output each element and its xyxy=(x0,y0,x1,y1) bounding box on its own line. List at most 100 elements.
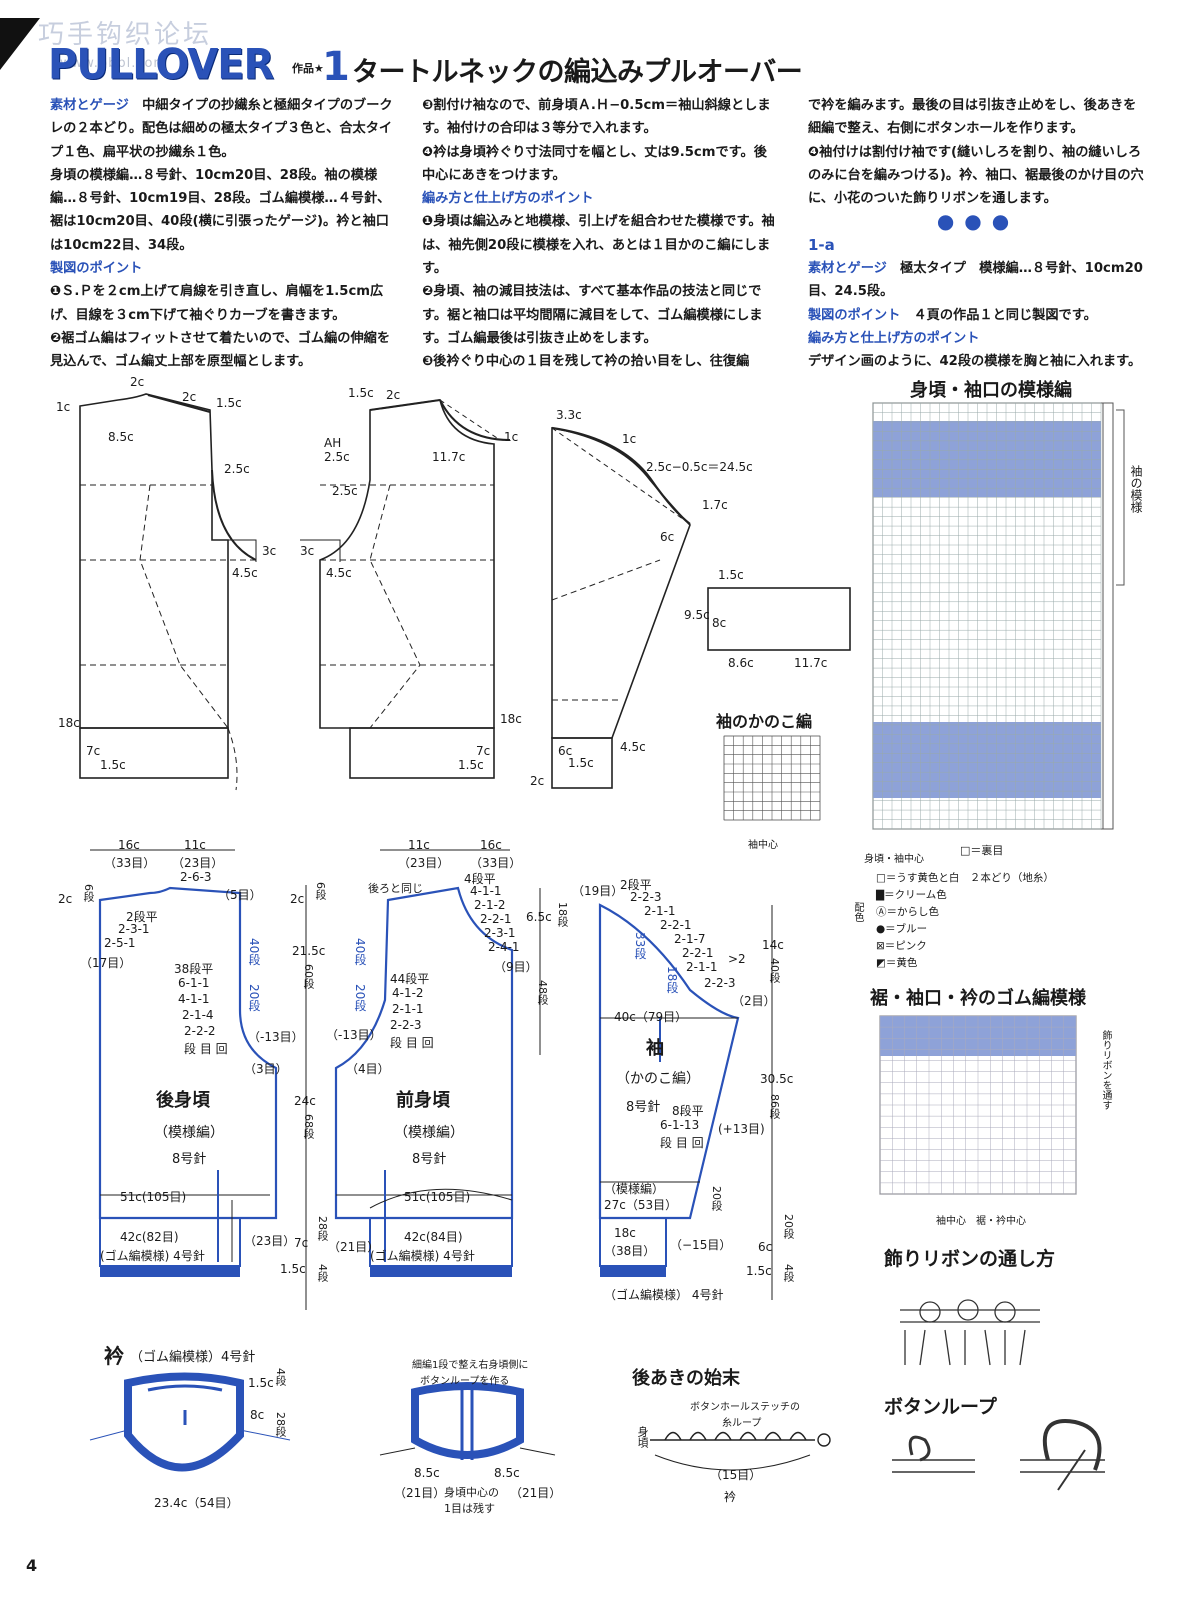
front-neck-3: 2-1-2 xyxy=(474,898,506,912)
front-width-2-stitches: （33目） xyxy=(470,856,522,870)
legend-item: ◩＝黄色 xyxy=(876,957,918,969)
back-armhole-3: 4-1-1 xyxy=(178,992,210,1006)
legend-item: Ⓐ＝からし色 xyxy=(876,906,939,918)
collar-note-1: 細編1段で整え右身頃側に xyxy=(412,1360,529,1371)
legend-item: ⊠＝ピンク xyxy=(876,940,927,952)
text-gauge: 身頃の模様編…８号針、10cm20目、28段。袖の模様編…８号針、10cm19目… xyxy=(50,167,391,253)
front-neck-7: （9目） xyxy=(494,960,538,974)
work-number: 1 xyxy=(322,44,350,90)
draft-label: 1.7c xyxy=(702,498,728,512)
opening-width: （15目） xyxy=(710,1468,762,1482)
front-rib-height: 7c xyxy=(294,1236,309,1250)
draft-label: 3c xyxy=(300,544,315,558)
rib-chart-title: 裾・袖口・衿のゴム編模様 xyxy=(870,988,1086,1009)
draft-label: AH xyxy=(324,436,342,450)
draft-label: 1.5c xyxy=(458,758,484,772)
back-armhole-2: 6-1-1 xyxy=(178,976,210,990)
sleeve-rows-33: 33段 xyxy=(633,932,647,960)
draft-label: 1.5c xyxy=(216,396,242,410)
collar-left-width: 8.5c xyxy=(414,1466,440,1480)
draft-label: 2.5c xyxy=(224,462,250,476)
back-neck-2: 2-3-1 xyxy=(118,922,150,936)
sleeve-cap-4: 2-2-1 xyxy=(660,918,692,932)
kanoko-center: 袖中心 xyxy=(748,840,778,851)
back-shoulder-height: 2c xyxy=(58,892,73,906)
draft-label: 2.5c xyxy=(324,450,350,464)
back-piece-needle: 8号針 xyxy=(172,1152,207,1167)
sleeve-piece-pattern: （かのこ編） xyxy=(616,1071,700,1087)
front-neck-4: 2-2-1 xyxy=(480,912,512,926)
collar-opening-schematic xyxy=(379,1382,556,1460)
back-width-1-stitches: （33目） xyxy=(104,856,156,870)
legend-item: ▇＝クリーム色 xyxy=(876,889,947,901)
front-schematic xyxy=(334,886,514,1277)
front-rib-stitches: （21目） xyxy=(328,1240,380,1254)
kanoko-chart xyxy=(723,735,821,821)
text-knit-3-cont: で衿を編みます。最後の目は引抜き止めをし、後あきを細編で整え、右側にボタンホール… xyxy=(808,98,1137,137)
draft-label: 2c xyxy=(386,388,401,402)
sleeve-inc-1: 8段平 xyxy=(672,1104,704,1118)
kanoko-title: 袖のかのこ編 xyxy=(716,712,813,731)
back-width-2-stitches: （23目） xyxy=(172,856,224,870)
sleeve-cap-3: 2-1-1 xyxy=(644,904,676,918)
front-armhole-height: 21.5c xyxy=(292,944,326,958)
collar-center-note: 身頃中心の xyxy=(444,1486,499,1499)
collar-right-stitches: （21目） xyxy=(510,1486,562,1500)
sleeve-band-rows: 20段 xyxy=(710,1186,723,1211)
front-piece-needle: 8号針 xyxy=(412,1152,447,1167)
sleeve-inc-2: 6-1-13 xyxy=(660,1118,700,1132)
front-armhole-1: 44段平 xyxy=(390,972,430,986)
sleeve-bind-height: 1.5c xyxy=(746,1264,772,1278)
front-neck-2: 4-1-1 xyxy=(470,884,502,898)
collar-note-2: ボタンループを作る xyxy=(420,1376,510,1387)
legend-item: ●＝ブルー xyxy=(876,923,928,935)
draft-label: 8.5c xyxy=(108,430,134,444)
back-width: 51c(105目) xyxy=(120,1190,187,1204)
front-armhole-4: 2-2-3 xyxy=(390,1018,422,1032)
sleeve-draft xyxy=(551,426,691,789)
front-shoulder-height: 2c xyxy=(290,892,305,906)
text-draft-1: ❶Ｓ.Ｐを２cm上げて肩線を引き直し、肩幅を1.5cm広げ、目線を３cm下げて袖… xyxy=(50,284,384,323)
collar-draft xyxy=(707,587,851,651)
back-rib-label: (ゴム編模様) 4号針 xyxy=(100,1249,205,1263)
back-piece-pattern: （模様編） xyxy=(154,1125,224,1141)
opening-note-2: 糸ループ xyxy=(722,1418,762,1429)
front-body-rows: 68段 xyxy=(302,1114,315,1139)
front-rib-width: 42c(84目) xyxy=(404,1230,463,1244)
front-rib-label: (ゴム編模様) 4号針 xyxy=(370,1249,475,1263)
draft-label: 11.7c xyxy=(432,450,466,464)
back-armhole-rows-40: 40段 xyxy=(247,938,261,966)
draft-label: 2.5c xyxy=(332,484,358,498)
back-armhole-1: 38段平 xyxy=(174,962,214,976)
sleeve-bind-rows: 4段 xyxy=(782,1264,795,1282)
back-rib-stitches: （23目） xyxy=(244,1234,296,1248)
text-materials-1a: 極太タイプ 模様編…８号針、10cm20目、24.5段。 xyxy=(808,261,1143,300)
front-rows-48: 48段 xyxy=(536,980,549,1005)
sleeve-cuff-width: 18c xyxy=(614,1226,636,1240)
sleeve-piece-needle: 8号針 xyxy=(626,1100,661,1115)
watermark-sub: www.pbbl.com xyxy=(60,56,168,71)
draft-label: 8.6c xyxy=(728,656,754,670)
text-materials: 中細タイプの抄繊糸と極細タイプのブークレの２本どり。配色は細めの極太タイプ３色と… xyxy=(50,98,393,160)
front-neck-rows: 18段 xyxy=(556,902,569,927)
sleeve-cap-2: 2-2-3 xyxy=(630,890,662,904)
heading-variation: 1-a xyxy=(808,235,835,254)
back-shoulder-rows: 6段 xyxy=(82,884,95,902)
front-armhole-rows-40: 40段 xyxy=(353,938,367,966)
sleeve-cuff-stitches: （38目） xyxy=(604,1244,656,1258)
sleeve-cap-rows: 40段 xyxy=(768,958,781,983)
front-piece-pattern: （模様編） xyxy=(394,1125,464,1141)
page-number: 4 xyxy=(26,1556,38,1575)
text-knit-1a: デザイン画のように、42段の模様を胸と袖に入れます。 xyxy=(808,354,1142,370)
front-width: 51c(105目) xyxy=(404,1190,471,1204)
ribbon-title: 飾りリボンの通し方 xyxy=(884,1248,1056,1270)
front-neck-6: 2-4-1 xyxy=(488,940,520,954)
button-loop-illustration xyxy=(892,1419,1105,1491)
separator-dots: ●●● xyxy=(936,209,1020,234)
front-bind-rows: 4段 xyxy=(316,1264,329,1282)
back-neck-1: 2段平 xyxy=(126,910,158,924)
collar-title: 衿 xyxy=(104,1344,124,1368)
collar-rows: 28段 xyxy=(274,1412,287,1437)
collar-band-height: 1.5c xyxy=(248,1376,274,1390)
draft-label: 11.7c xyxy=(794,656,828,670)
